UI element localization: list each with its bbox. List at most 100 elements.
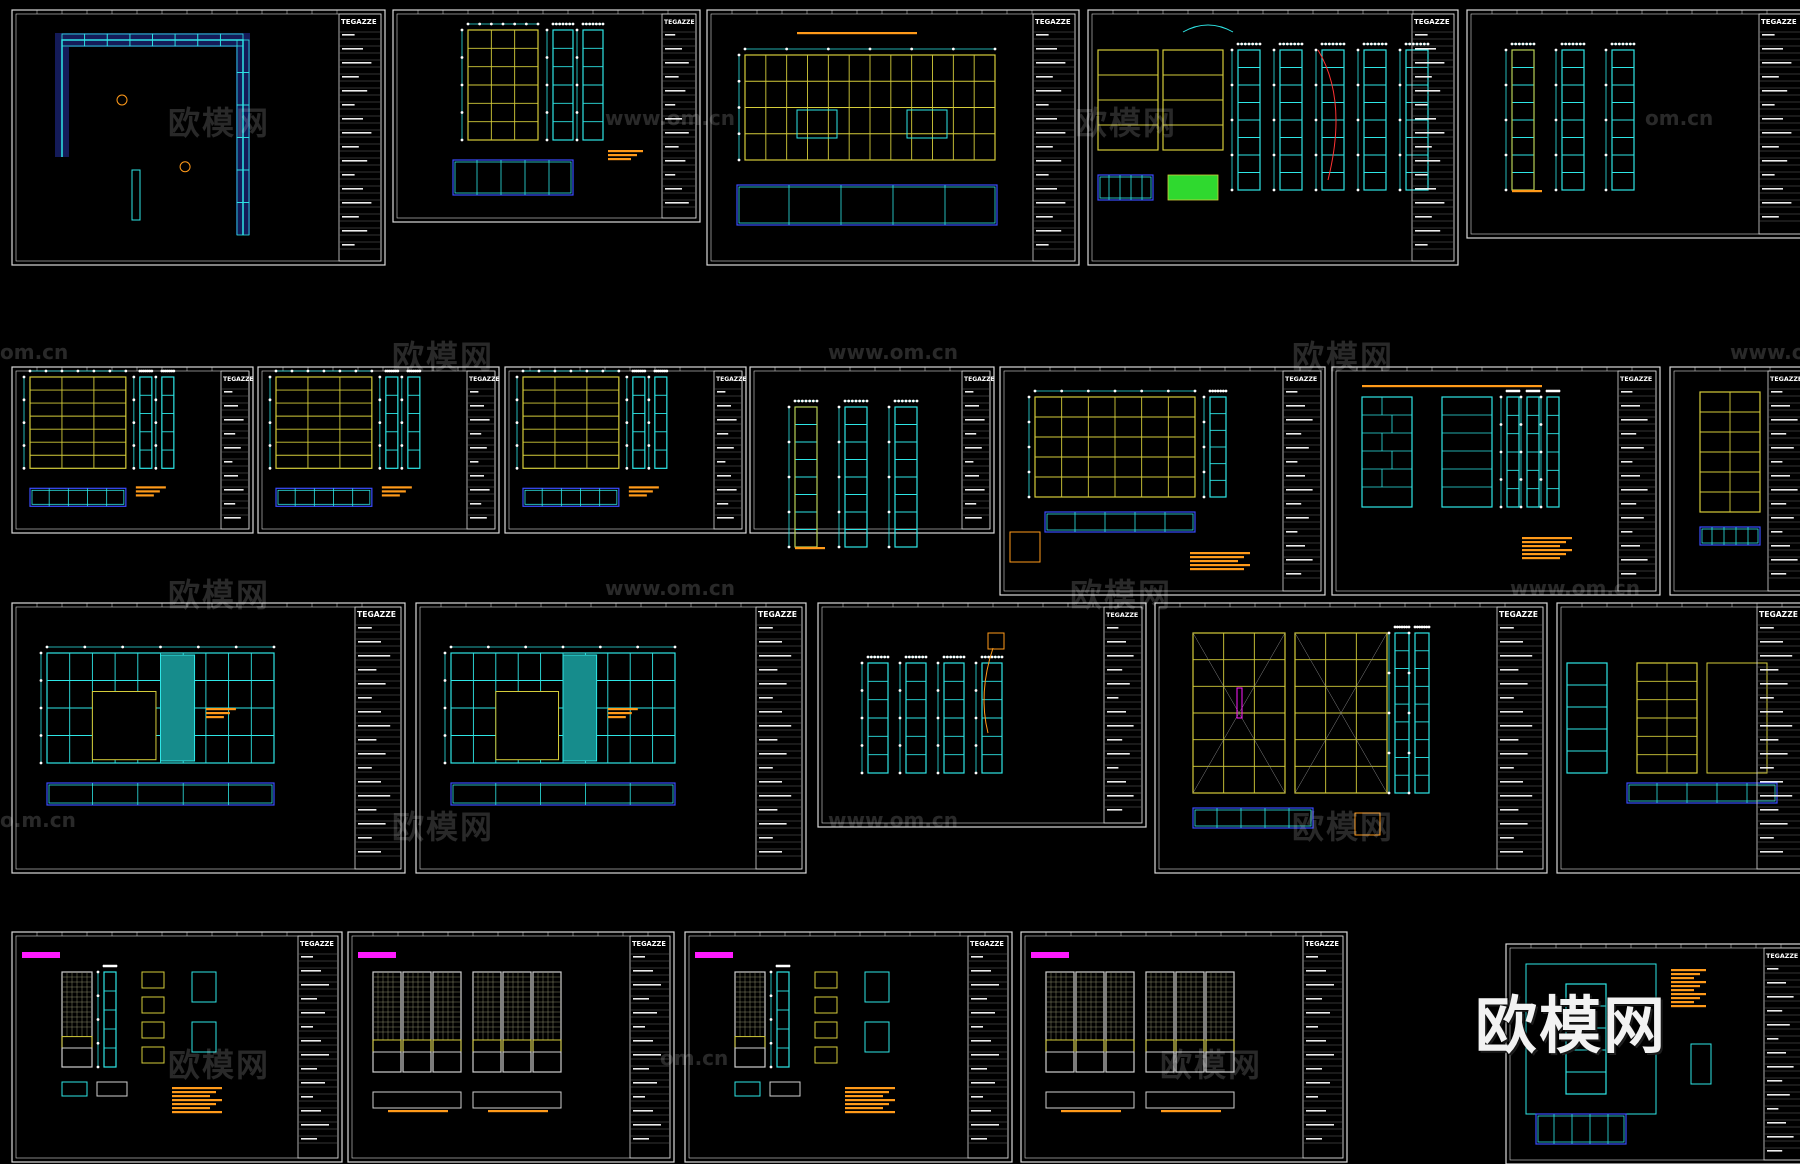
drawing-sheet-2[interactable]: TEGAZZE	[392, 9, 701, 223]
title-text-line	[965, 475, 979, 477]
drawing-sheet-17[interactable]: TEGAZZE	[1556, 602, 1800, 874]
callout	[987, 632, 1005, 650]
title-text-line	[1306, 1110, 1326, 1112]
dimension-node	[898, 689, 902, 692]
title-text-line	[1415, 76, 1432, 78]
drawing-sheet-14[interactable]: TEGAZZE	[415, 602, 807, 874]
dimension-node	[653, 369, 657, 373]
title-text-line	[633, 984, 661, 986]
title-text-line	[342, 188, 363, 190]
drawing-sheet-6[interactable]: TEGAZZE	[11, 366, 254, 534]
title-block	[220, 370, 250, 530]
annotation-note	[1522, 549, 1572, 552]
title-text-line	[358, 711, 381, 713]
title-text-line	[1621, 573, 1637, 575]
dimension-node	[887, 510, 891, 514]
title-text-line	[1500, 641, 1523, 643]
dimension-node	[124, 369, 128, 373]
drawing-sheet-18[interactable]: TEGAZZE	[11, 931, 343, 1163]
dimension-node	[1285, 42, 1289, 46]
dimension-node	[641, 369, 645, 373]
annotation-note	[845, 1095, 883, 1098]
dimension-node	[443, 679, 447, 682]
title-text-line	[224, 433, 236, 435]
dimension-node	[860, 744, 864, 747]
dimension-node	[1240, 42, 1244, 46]
title-text-line	[1621, 461, 1633, 463]
title-text-line	[1762, 132, 1792, 134]
dimension-node	[601, 22, 605, 26]
dimension-node	[515, 421, 519, 425]
dimension-node	[787, 510, 791, 514]
dimension-node	[564, 22, 568, 26]
dimension-node	[808, 399, 812, 403]
drawing-sheet-1[interactable]: TEGAZZE	[11, 9, 386, 266]
plan-strip-inner	[454, 161, 572, 194]
title-text-line	[1767, 982, 1786, 984]
title-block	[1282, 370, 1322, 592]
title-text-line	[301, 984, 329, 986]
dimension-node	[1398, 83, 1402, 87]
dimension-node	[860, 661, 864, 665]
drawing-sheet-3[interactable]: TEGAZZE	[706, 9, 1080, 266]
title-text-line	[470, 475, 484, 477]
sheet-frame	[1154, 602, 1548, 874]
drawing-sheet-20[interactable]: TEGAZZE	[684, 931, 1013, 1163]
drawing-sheet-19[interactable]: TEGAZZE	[347, 931, 675, 1163]
title-text-line	[1771, 475, 1790, 477]
title-text-line	[1415, 48, 1436, 50]
title-text-line	[1107, 627, 1119, 629]
dimension-node	[501, 22, 505, 26]
brand-label: TEGAZZE	[716, 376, 747, 383]
drawing-sheet-8[interactable]: TEGAZZE	[504, 366, 747, 534]
drawing-sheet-4[interactable]: TEGAZZE	[1087, 9, 1459, 266]
annotation-note	[845, 1099, 895, 1102]
title-text-line	[759, 711, 782, 713]
drawing-sheet-21[interactable]: TEGAZZE	[1020, 931, 1348, 1163]
dimension-node	[290, 369, 294, 373]
drawing-sheet-15[interactable]: TEGAZZE	[817, 602, 1147, 828]
title-text-line	[1500, 851, 1523, 853]
dimension-node	[268, 466, 272, 470]
title-text-line	[470, 461, 479, 463]
drawing-sheet-5[interactable]: TEGAZZE	[1466, 9, 1800, 239]
drawing-sheet-7[interactable]: TEGAZZE	[257, 366, 500, 534]
dimension-node	[400, 375, 404, 379]
dimension-node	[1554, 188, 1558, 192]
dimension-node	[1243, 42, 1247, 46]
dimension-node	[274, 369, 278, 373]
dimension-node	[443, 734, 447, 737]
drawing-sheet-13[interactable]: TEGAZZE	[11, 602, 406, 874]
drawing-sheet-10[interactable]: TEGAZZE	[999, 366, 1326, 596]
title-text-line	[1306, 1138, 1322, 1140]
dimension-node	[665, 369, 669, 373]
title-text-line	[1306, 1054, 1334, 1056]
dimension-node	[1202, 495, 1206, 499]
title-text-line	[1767, 1010, 1783, 1012]
dimension-node	[460, 138, 464, 142]
dimension-node	[837, 475, 841, 479]
dimension-node	[1504, 118, 1508, 122]
dimension-node	[1393, 625, 1397, 629]
arc-detail	[1182, 24, 1234, 33]
dimension-node	[1356, 118, 1360, 122]
dimension-node	[268, 375, 272, 379]
drawing-sheet-9[interactable]: TEGAZZE	[749, 366, 995, 550]
dimension-node	[769, 994, 773, 998]
dimension-node	[1258, 42, 1262, 46]
title-text-line	[1500, 837, 1514, 839]
title-text-line	[1760, 683, 1788, 685]
dimension-node	[1027, 495, 1031, 499]
dimension-node	[1027, 445, 1031, 449]
mesh-base	[502, 1051, 532, 1073]
drawing-sheet-22[interactable]: TEGAZZE	[1505, 943, 1800, 1164]
drawing-sheet-11[interactable]: TEGAZZE	[1331, 366, 1661, 596]
drawing-sheet-16[interactable]: TEGAZZE	[1154, 602, 1548, 874]
dimension-node	[663, 369, 667, 373]
title-text-line	[1107, 683, 1130, 685]
dimension-node	[22, 398, 26, 402]
drawing-sheet-12[interactable]: TEGAZZE	[1669, 366, 1800, 596]
title-text-line	[1107, 809, 1123, 811]
dimension-node	[1272, 48, 1276, 52]
